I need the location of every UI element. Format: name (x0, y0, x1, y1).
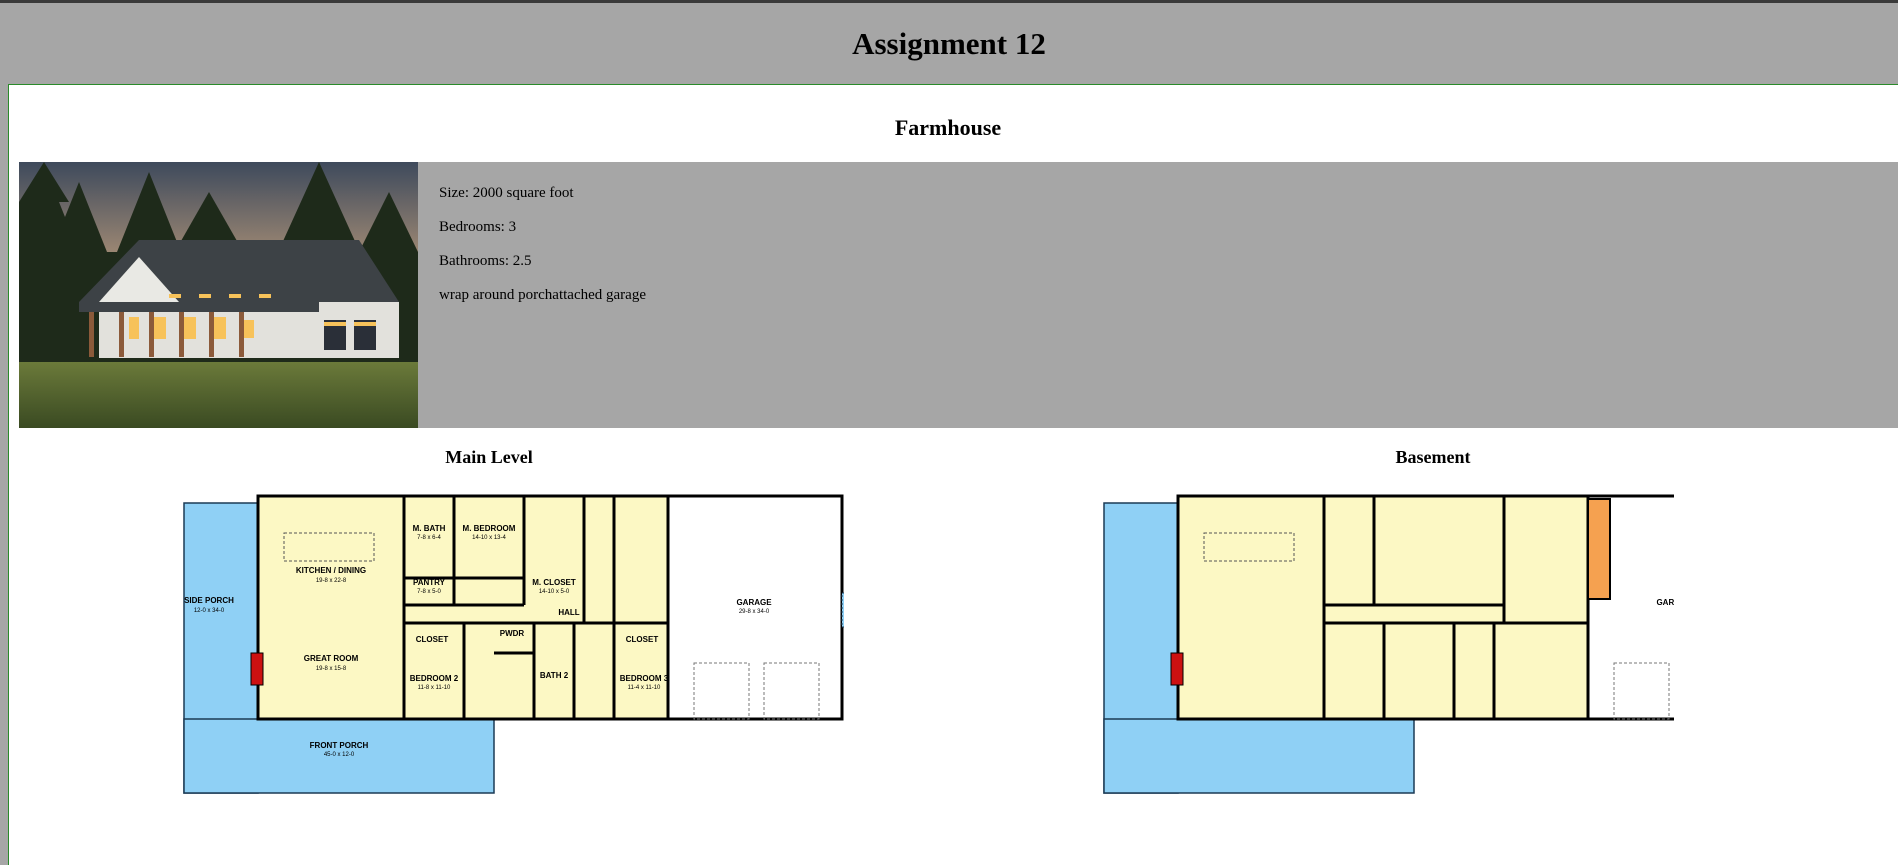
spec-features: wrap around porchattached garage (439, 287, 646, 303)
dim-m-bedroom: 14-10 x 13-4 (472, 535, 506, 541)
dim-m-closet: 14-10 x 5-0 (539, 589, 570, 595)
label-hall: HALL (558, 608, 579, 617)
house-photo (19, 162, 418, 428)
spec-bedrooms: Bedrooms: 3 (439, 219, 517, 235)
spec-bathrooms: Bathrooms: 2.5 (439, 253, 532, 269)
main-level-title: Main Level (445, 447, 533, 467)
main-level-plan: SIDE PORCH KITCHEN / DINING GREAT ROOM M… (174, 493, 861, 865)
dim-great-room: 19-8 x 15-8 (316, 666, 347, 672)
label-basement-garage: GARAGE (1656, 598, 1674, 607)
dim-kitchen: 19-8 x 22-8 (316, 578, 347, 584)
label-front-porch: FRONT PORCH (310, 741, 369, 750)
house-specs: Size: 2000 square foot Bedrooms: 3 Bathr… (439, 184, 646, 320)
label-m-closet: M. CLOSET (532, 578, 576, 587)
dim-side-porch: 12-0 x 34-0 (194, 608, 225, 614)
house-card: Farmhouse (8, 84, 1898, 865)
label-kitchen: KITCHEN / DINING (296, 566, 366, 575)
label-bath-2: BATH 2 (540, 671, 569, 680)
label-bedroom-2: BEDROOM 2 (410, 674, 459, 683)
label-pwdr: PWDR (500, 629, 525, 638)
dim-bedroom-2: 11-8 x 11-10 (418, 685, 451, 691)
dim-bedroom-3: 11-4 x 11-10 (628, 685, 661, 691)
label-m-bath: M. BATH (413, 524, 446, 533)
label-closet-1: CLOSET (416, 635, 449, 644)
label-m-bedroom: M. BEDROOM (463, 524, 516, 533)
dim-pantry: 7-8 x 5-0 (417, 589, 441, 595)
dim-m-bath: 7-8 x 6-4 (417, 535, 441, 541)
basement-title: Basement (1395, 447, 1471, 467)
label-bedroom-3: BEDROOM 3 (620, 674, 669, 683)
window-top-border (0, 0, 1898, 3)
label-garage: GARAGE (736, 598, 772, 607)
label-side-porch: SIDE PORCH (184, 596, 234, 605)
dim-front-porch: 45-0 x 12-0 (324, 752, 355, 758)
label-great-room: GREAT ROOM (304, 654, 359, 663)
page-title: Assignment 12 (852, 25, 1046, 61)
dim-garage: 29-8 x 34-0 (739, 609, 770, 615)
house-name: Farmhouse (894, 115, 1002, 140)
label-closet-2: CLOSET (626, 635, 659, 644)
label-pantry: PANTRY (413, 578, 446, 587)
spec-size: Size: 2000 square foot (439, 185, 574, 201)
basement-plan: GARAGE (1094, 493, 1764, 865)
house-info-band: Size: 2000 square foot Bedrooms: 3 Bathr… (19, 162, 1898, 428)
page-header: Assignment 12 (0, 3, 1898, 84)
